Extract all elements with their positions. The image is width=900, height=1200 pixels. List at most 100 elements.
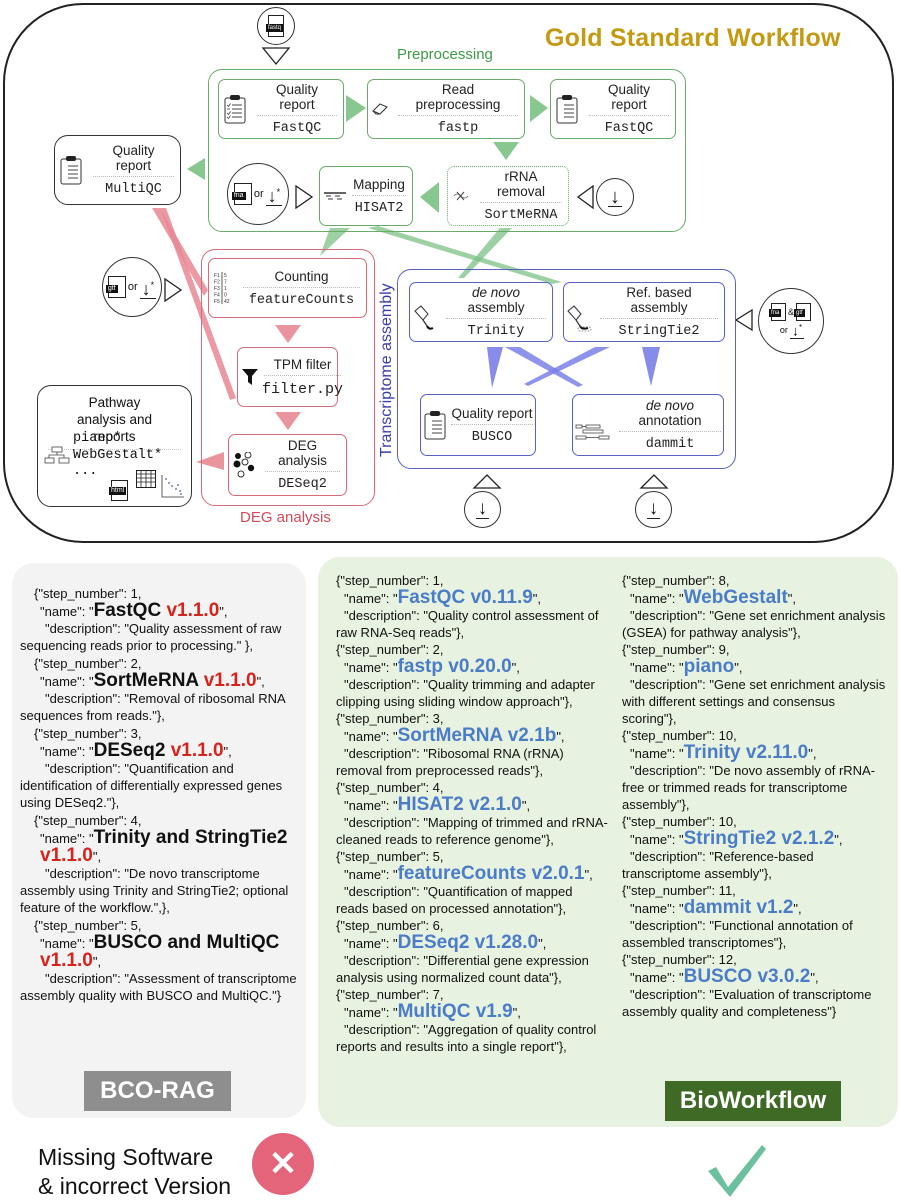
funnel-icon <box>238 368 262 386</box>
json-key: "name": " <box>630 832 684 847</box>
step-number-line: {"step_number": 4, <box>336 780 444 795</box>
bioworkflow-step: {"step_number": 6,"name": "DESeq2 v1.28.… <box>336 917 608 986</box>
bioworkflow-step: {"step_number": 1,"name": "FastQC v0.11.… <box>336 572 608 641</box>
json-punct: ", <box>538 936 547 951</box>
json-punct: ", <box>834 832 843 847</box>
wedge-stringtie-to-dammit <box>642 347 660 386</box>
step-description: "description": "Quality trimming and ada… <box>336 677 595 709</box>
json-punct: ", <box>787 591 797 606</box>
count-cell: F2 <box>214 280 220 286</box>
node-tool: DESeq2 <box>278 477 327 492</box>
download-icon: ↓ <box>646 498 661 519</box>
bioworkflow-label: BioWorkflow <box>665 1081 841 1121</box>
scatter-plot-icon <box>161 474 185 503</box>
verdict-line: Missing Software <box>38 1144 214 1170</box>
count-cell: F4 <box>214 293 220 299</box>
arrow-sortmerna-to-hisat2 <box>420 182 439 213</box>
pathway-tool: ... <box>73 464 98 479</box>
software-name-correct: fastp v0.20.0 <box>397 656 512 677</box>
software: BUSCO and MultiQC <box>93 932 280 953</box>
step-number-line: {"step_number": 8, <box>622 573 730 588</box>
step-number-line: {"step_number": 2, <box>336 642 444 657</box>
json-key: "name": " <box>40 674 94 689</box>
step-name-line: "name": "DESeq2 v1.1.0", <box>20 740 305 761</box>
node-title: DEG analysis <box>265 438 340 472</box>
version-incorrect: v1.1.0 <box>170 740 224 761</box>
pathway-tool: WebGestalt* <box>73 447 163 463</box>
json-punct: ", <box>512 1005 521 1020</box>
gene-annotation-icon <box>573 424 617 442</box>
step-number-line: {"step_number": 3, <box>34 726 142 741</box>
software-name: Trinity and StringTie2 v1.1.0 <box>40 828 288 865</box>
input-rrna-database: ↓ <box>596 178 634 216</box>
step-number-line: {"step_number": 4, <box>34 813 142 828</box>
verdict-bco-rag: Missing Software & incorrect Version <box>38 1143 231 1200</box>
software-name-correct: WebGestalt <box>683 587 788 608</box>
diagram-title: Gold Standard Workflow <box>545 24 841 52</box>
glue-bottle-icon <box>410 305 440 333</box>
step-description: "description": "Differential gene expres… <box>336 953 589 985</box>
json-key: "name": " <box>344 729 398 744</box>
step-name-line: "name": "SortMeRNA v1.1.0", <box>20 671 305 690</box>
node-pathway-analysis[interactable]: Pathway analysis and reports piano* WebG… <box>37 385 192 507</box>
step-description: "description": "Quality assessment of ra… <box>20 621 282 653</box>
software-name-correct: Trinity v2.11.0 <box>683 742 809 763</box>
step-name-line: "name": "Trinity v2.11.0", <box>622 742 890 763</box>
software-name-correct: BUSCO v3.0.2 <box>683 966 811 987</box>
node-title: assembly <box>467 300 525 315</box>
version-incorrect: v1.1.0 <box>40 950 93 971</box>
json-key: "name": " <box>40 744 94 759</box>
input-arrow-fastq <box>261 47 291 66</box>
pathway-tool: piano* <box>73 431 122 446</box>
arrow-deseq2-to-pathway <box>196 452 224 470</box>
software-name: BUSCO and MultiQC v1.1.0 <box>40 933 279 971</box>
json-key: "name": " <box>344 867 398 882</box>
arrow-tpm-to-deseq2 <box>275 412 301 430</box>
arrow-fastp-to-sortmerna <box>493 142 519 160</box>
hierarchy-icon <box>44 446 70 469</box>
bioworkflow-step: {"step_number": 8, "name": "WebGestalt", "… <box>622 572 890 641</box>
clipboard-checklist-icon <box>421 410 449 440</box>
json-key: "name": " <box>344 1005 398 1020</box>
gtf-file-icon: gtf <box>105 276 126 298</box>
node-title-italic: de novo <box>645 398 695 413</box>
json-key: "name": " <box>344 591 398 606</box>
bioworkflow-step: {"step_number": 3,"name": "SortMeRNA v2.… <box>336 710 608 779</box>
json-punct: ", <box>584 867 593 882</box>
step-name-line: "name": "featureCounts v2.0.1", <box>336 864 608 883</box>
count-cell: 7 <box>224 280 227 286</box>
input-genome-fna: fna or ↓* <box>227 163 289 225</box>
bco-rag-panel <box>12 563 306 1118</box>
json-key: "name": " <box>630 591 684 606</box>
step-number-line: {"step_number": 7, <box>336 987 444 1002</box>
step-description: "description": "De novo assembly of rRNA… <box>622 763 876 812</box>
arrow-fastqc-to-fastp <box>346 95 366 122</box>
step-description: "description": "Quantification of mapped… <box>336 884 573 916</box>
node-title: Ref. based assembly <box>600 285 718 319</box>
step-description: "description": "Gene set enrichment anal… <box>622 608 886 640</box>
html-file-icon: html <box>109 480 128 501</box>
node-title: Quality report <box>589 82 669 116</box>
bioworkflow-step: {"step_number": 7,"name": "MultiQC v1.9"… <box>336 986 608 1055</box>
alignment-icon <box>320 191 350 201</box>
bioworkflow-step: {"step_number": 4,"name": "HISAT2 v2.1.0… <box>336 779 608 848</box>
bioworkflow-step: {"step_number": 11,"name": "dammit v1.2"… <box>622 882 890 951</box>
json-punct: ", <box>219 604 228 619</box>
json-punct: ", <box>256 674 265 689</box>
software-name-correct: HISAT2 v2.1.0 <box>397 794 522 815</box>
node-tool: FastQC <box>604 121 654 136</box>
software: FastQC <box>93 600 167 621</box>
